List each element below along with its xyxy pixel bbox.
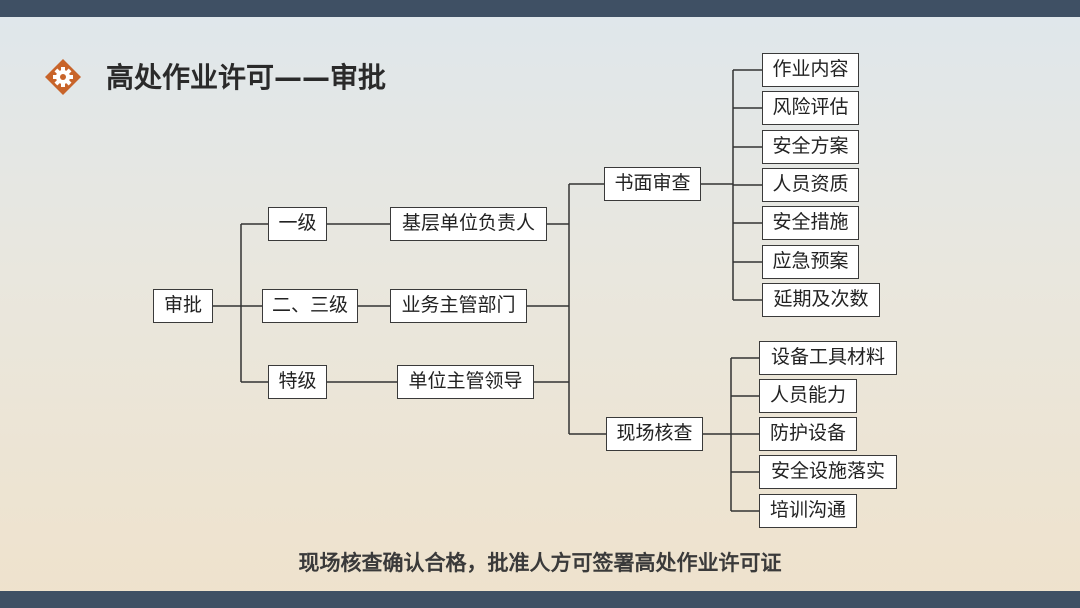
gear-icon xyxy=(45,59,81,95)
bottom-bar xyxy=(0,591,1080,608)
written-review-item: 作业内容 xyxy=(762,53,859,87)
top-bar xyxy=(0,0,1080,17)
written-review-item: 安全措施 xyxy=(762,206,859,240)
level-node: 一级 xyxy=(268,207,327,241)
site-check-item: 安全设施落实 xyxy=(759,455,897,489)
review-type-node: 现场核查 xyxy=(606,417,703,451)
footer-note: 现场核查确认合格，批准人方可签署高处作业许可证 xyxy=(298,551,782,575)
site-check-item: 人员能力 xyxy=(759,379,857,413)
written-review-item: 人员资质 xyxy=(762,168,859,202)
approver-node: 基层单位负责人 xyxy=(390,207,547,241)
root-node: 审批 xyxy=(153,289,213,323)
page-title: 高处作业许可——审批 xyxy=(106,61,387,94)
approver-node: 单位主管领导 xyxy=(397,365,534,399)
site-check-item: 防护设备 xyxy=(759,417,857,451)
approver-node: 业务主管部门 xyxy=(390,289,527,323)
written-review-item: 安全方案 xyxy=(762,130,859,164)
written-review-item: 风险评估 xyxy=(762,91,859,125)
written-review-item: 应急预案 xyxy=(762,245,859,279)
level-node: 二、三级 xyxy=(262,289,358,323)
written-review-item: 延期及次数 xyxy=(762,283,880,317)
site-check-item: 培训沟通 xyxy=(759,494,857,528)
review-type-node: 书面审查 xyxy=(604,167,701,201)
level-node: 特级 xyxy=(268,365,327,399)
site-check-item: 设备工具材料 xyxy=(759,341,897,375)
